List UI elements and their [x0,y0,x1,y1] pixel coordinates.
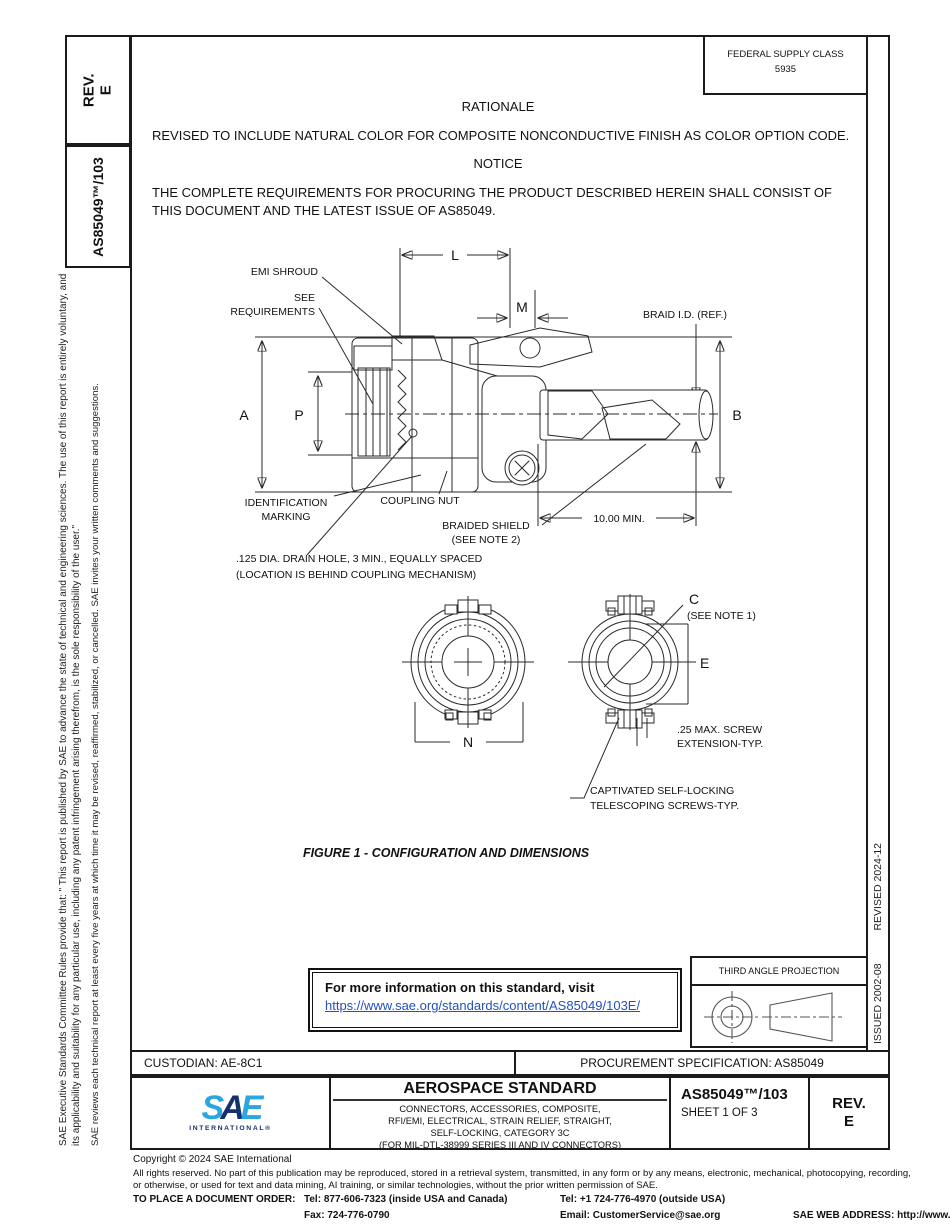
rev-box-label: REV. [80,73,98,107]
review-cycle-note: SAE reviews each technical report at lea… [90,383,102,1146]
revision-value: E [843,1113,854,1130]
label-captivated-screws-2: TELESCOPING SCREWS-TYP. [590,800,739,812]
standard-link[interactable]: https://www.sae.org/standards/content/AS… [325,998,641,1013]
label-coupling-nut: COUPLING NUT [380,495,460,507]
dim-m: M [516,299,528,315]
more-info-text: For more information on this standard, v… [325,980,595,995]
revision-label: REV. [832,1095,866,1112]
rationale-heading: RATIONALE [461,99,535,114]
label-screw-extension-2: EXTENSION-TYP. [677,738,763,750]
phone-intl: Tel: +1 724-776-4970 (outside USA) [560,1194,726,1205]
order-label: TO PLACE A DOCUMENT ORDER: [133,1194,296,1205]
label-braided-shield-2: (SEE NOTE 2) [452,534,521,546]
label-screw-extension-1: .25 MAX. SCREW [677,724,762,736]
rights-line-2: or otherwise, or used for text and data … [133,1180,658,1191]
sheet-number: SHEET 1 OF 3 [681,1107,758,1119]
dim-e: E [700,655,709,671]
label-identification-2: MARKING [261,511,310,523]
procurement-cell: PROCUREMENT SPECIFICATION: AS85049 [580,1056,824,1070]
sae-logo-word: SAE [201,1089,264,1128]
doc-number-vertical: AS85049™/103 [90,156,107,257]
document-number: AS85049™/103 [681,1086,788,1103]
label-captivated-screws-1: CAPTIVATED SELF-LOCKING [590,785,734,797]
sae-logo: SAE INTERNATIONAL® [132,1078,331,1148]
dim-n: N [463,734,473,750]
title-line-1: CONNECTORS, ACCESSORIES, COMPOSITE, [399,1104,601,1114]
aerospace-standard-heading: AEROSPACE STANDARD [333,1080,667,1101]
fax-number: Fax: 724-776-0790 [304,1210,390,1221]
third-angle-projection-title: THIRD ANGLE PROJECTION [692,958,866,986]
revision-cell: REV. E [810,1078,888,1148]
dim-a: A [239,407,249,423]
title-line-2: RFI/EMI, ELECTRICAL, STRAIN RELIEF, STRA… [388,1116,612,1127]
custodian-row: CUSTODIAN: AE-8C1 PROCUREMENT SPECIFICAT… [130,1050,890,1076]
label-identification-1: IDENTIFICATION [245,497,328,509]
fsc-label: FEDERAL SUPPLY CLASS [727,49,844,60]
custodian-cell: CUSTODIAN: AE-8C1 [132,1052,516,1074]
title-line-4: (FOR MIL-DTL-38999 SERIES III AND IV CON… [378,1140,622,1151]
dim-c: C [689,591,699,607]
third-angle-projection-symbol [704,991,842,1043]
rev-box-value: E [97,84,115,96]
rationale-body: REVISED TO INCLUDE NATURAL COLOR FOR COM… [152,128,850,143]
label-see-note-1: (SEE NOTE 1) [687,610,756,622]
dim-p: P [294,407,303,423]
title-block: SAE INTERNATIONAL® AEROSPACE STANDARD CO… [130,1076,890,1150]
right-inner-rule [866,35,868,1050]
figure-1-drawing: L M BRAID I.D. (REF.) A P B [230,247,763,812]
sae-logo-subtext: INTERNATIONAL® [189,1124,272,1132]
notice-heading: NOTICE [473,156,523,171]
issued-date: ISSUED 2002-08 [872,963,884,1044]
figure-caption: FIGURE 1 - CONFIGURATION AND DIMENSIONS [302,846,590,860]
phone-usa: Tel: 877-606-7323 (inside USA and Canada… [304,1194,508,1205]
federal-supply-class-box: FEDERAL SUPPLY CLASS 5935 [703,35,868,95]
copyright-line: Copyright © 2024 SAE International [133,1154,292,1165]
issued-revised-strip: ISSUED 2002-08 REVISED 2024-12 [872,738,884,1044]
connector-front-view [402,596,534,743]
fsc-code: 5935 [774,63,797,75]
email-address: Email: CustomerService@sae.org [560,1210,721,1221]
document-title-cell: AEROSPACE STANDARD CONNECTORS, ACCESSORI… [331,1078,671,1151]
title-line-3: SELF-LOCKING, CATEGORY 3C [430,1128,570,1139]
label-braid-id: BRAID I.D. (REF.) [643,309,727,321]
dim-l: L [451,247,459,263]
label-see-requirements-1: SEE [294,292,315,304]
connector-rear-view [568,594,696,730]
committee-rules-note: SAE Executive Standards Committee Rules … [58,273,83,1146]
notice-body: THE COMPLETE REQUIREMENTS FOR PROCURING … [152,185,832,219]
dim-b: B [732,407,741,423]
revised-date: REVISED 2024-12 [872,842,884,931]
rights-line-1: All rights reserved. No part of this pub… [133,1168,911,1179]
web-address: SAE WEB ADDRESS: http://www.sae.org [793,1210,950,1221]
sidebar-legal-notes: SAE Executive Standards Committee Rules … [57,270,110,1146]
document-number-cell: AS85049™/103 SHEET 1 OF 3 [671,1078,810,1148]
more-info-box: For more information on this standard, v… [308,968,682,1032]
label-see-requirements-2: REQUIREMENTS [230,306,315,318]
label-drain-note-2: (LOCATION IS BEHIND COUPLING MECHANISM) [236,569,476,581]
drain-hole-marker [408,428,418,438]
rev-box: REV. E [65,35,131,145]
label-min-length: 10.00 MIN. [593,513,644,525]
connector-side-view [345,327,718,493]
third-angle-projection-box: THIRD ANGLE PROJECTION [690,956,868,1048]
label-drain-note-1: .125 DIA. DRAIN HOLE, 3 MIN., EQUALLY SP… [236,553,483,565]
label-emi-shroud: EMI SHROUD [251,266,319,278]
doc-number-box: AS85049™/103 [65,145,131,268]
label-braided-shield-1: BRAIDED SHIELD [442,520,530,532]
